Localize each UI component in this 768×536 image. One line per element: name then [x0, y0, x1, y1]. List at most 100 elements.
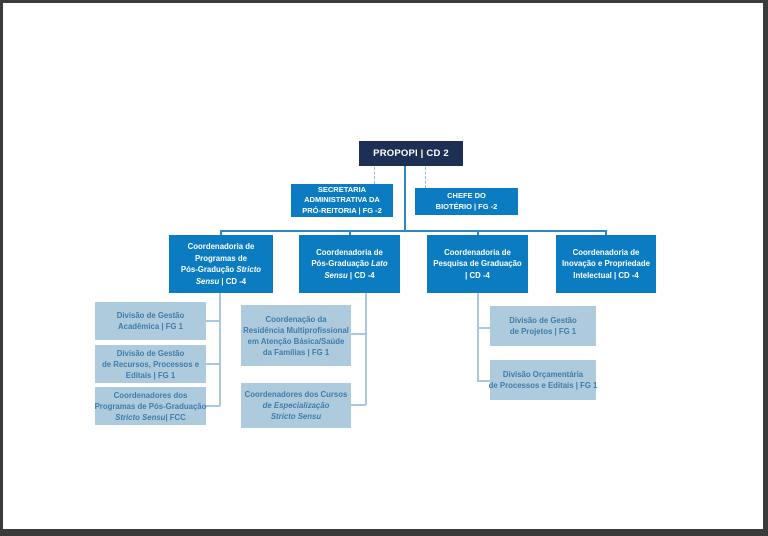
node-text-line: Stricto Sensu| FCC: [115, 412, 186, 423]
org-node-coordenadores-cursos: Coordenadores dos Cursos de Especializaçã…: [241, 383, 351, 428]
node-text-line: Programas de: [195, 253, 247, 265]
node-text-line: de Projetos | FG 1: [510, 326, 576, 337]
connector-stub-coord-inovacao: [605, 231, 607, 236]
node-text-line: PROPOPI | CD 2: [373, 148, 449, 159]
node-text-line: SECRETARIA: [318, 185, 366, 196]
connector-stub-residencia: [351, 333, 366, 335]
connector-stub-coord-programas: [220, 231, 222, 236]
node-text-line: CHEFE DO: [447, 191, 486, 202]
node-text-line: Stricto Sensu: [271, 411, 321, 422]
node-text-line: em Atenção Básica/Saúde: [248, 336, 345, 347]
node-text-line: Programas de Pós-Graduação: [95, 401, 207, 412]
node-text-italic-segment: Lato: [371, 259, 388, 269]
node-text-line: Residência Multiprofissional: [243, 325, 349, 336]
node-text-segment: Coordenadoria de: [444, 247, 511, 257]
node-text-segment: ADMINISTRATIVA DA: [304, 195, 380, 205]
node-text-line: Divisão de Gestão: [117, 348, 185, 359]
node-text-segment: de Recursos, Processos e: [101, 359, 200, 369]
connector-stub-coord-pesquisa: [477, 231, 479, 236]
connector-stub-cursos: [351, 404, 366, 406]
node-text-segment: CHEFE DO: [447, 191, 486, 200]
node-text-line: da Famílias | FG 1: [263, 347, 329, 358]
node-text-segment: | FCC: [165, 412, 186, 422]
node-text-segment: Divisão de Gestão: [116, 348, 185, 358]
connector-middle-column-vertical: [365, 293, 367, 405]
node-text-line: Inovação e Propriedade: [562, 258, 650, 270]
node-text-line: Acadêmica | FG 1: [118, 321, 183, 332]
node-text-line: Pós-Gradução Stricto: [181, 264, 261, 276]
node-text-line: de Recursos, Processos e: [102, 359, 199, 370]
connector-dashed-secretaria: [374, 167, 375, 184]
node-text-segment: Intelectual | CD -4: [573, 270, 639, 280]
node-text-line: Coordenação da: [265, 314, 326, 325]
node-text-italic-segment: Sensu: [195, 276, 220, 286]
node-text-line: Sensu | CD -4: [196, 276, 246, 288]
connector-stub-div-academica: [206, 320, 220, 322]
node-text-segment: da Famílias | FG 1: [262, 347, 330, 357]
node-text-segment: de Projetos | FG 1: [509, 327, 577, 336]
node-text-segment: Coordenadoria de: [572, 247, 640, 257]
org-node-coord-pesquisa: Coordenadoria de Pesquisa de Graduação| C…: [427, 235, 528, 293]
node-text-segment: Programas de Pós-Graduação: [94, 401, 207, 411]
org-node-propopi: PROPOPI | CD 2: [359, 141, 463, 166]
connector-level3-horizontal: [220, 230, 607, 232]
node-text-italic-segment: Sensu: [324, 270, 348, 280]
node-text-segment: PROPOPI | CD 2: [373, 148, 449, 159]
connector-stub-div-orcamentaria: [477, 380, 490, 382]
node-text-segment: | CD -4: [219, 276, 247, 286]
node-text-line: PRÓ-REITORIA | FG -2: [302, 206, 382, 217]
node-text-line: Coordenadoria de: [188, 241, 255, 253]
connector-dashed-chefe-bioterio: [425, 167, 426, 188]
node-text-italic-segment: Stricto: [236, 265, 262, 274]
node-text-line: Coordenadores dos Cursos: [245, 389, 348, 400]
node-text-segment: Pesquisa de Graduação: [433, 259, 522, 269]
node-text-line: Divisão de Gestão: [117, 310, 185, 321]
node-text-line: de Especialização: [263, 400, 330, 411]
connector-stub-div-recursos: [206, 363, 220, 365]
node-text-line: | CD -4: [465, 270, 490, 282]
node-text-line: Coordenadoria de: [573, 247, 640, 259]
node-text-line: Coordenadores dos: [114, 390, 188, 401]
node-text-italic-segment: Stricto Sensu: [270, 412, 322, 421]
node-text-segment: Divisão de Gestão: [116, 311, 185, 320]
connector-root-vertical: [404, 166, 406, 231]
node-text-segment: Residência Multiprofissional: [243, 325, 349, 335]
node-text-segment: BIOTÉRIO | FG -2: [435, 201, 498, 211]
node-text-segment: Inovação e Propriedade: [562, 259, 650, 269]
node-text-segment: Divisão de Gestão: [509, 316, 577, 325]
node-text-line: Sensu | CD -4: [324, 270, 374, 282]
connector-left-column-vertical: [219, 293, 221, 406]
node-text-segment: Coordenadoria de: [316, 247, 383, 257]
node-text-line: de Processos e Editais | FG 1: [489, 380, 598, 391]
node-text-italic-segment: de Especialização: [262, 401, 330, 410]
node-text-segment: Coordenadores dos Cursos: [244, 390, 348, 399]
node-text-segment: Pós-Gradução: [180, 265, 237, 274]
node-text-line: Editais | FG 1: [126, 370, 175, 381]
node-text-line: Coordenadoria de: [444, 247, 511, 259]
node-text-line: Divisão de Gestão: [509, 315, 577, 326]
node-text-line: Intelectual | CD -4: [573, 270, 638, 282]
node-text-segment: Coordenadores dos: [113, 390, 188, 400]
node-text-line: Pesquisa de Graduação: [433, 258, 521, 270]
node-text-line: Pós-Graduação Lato: [311, 258, 387, 270]
node-text-line: ADMINISTRATIVA DA: [304, 195, 380, 206]
node-text-segment: Programas de: [194, 253, 247, 263]
connector-stub-coordenadores-fcc: [206, 405, 220, 407]
org-node-div-projetos: Divisão de Gestão de Projetos | FG 1: [490, 306, 596, 346]
node-text-segment: Pós-Graduação: [311, 259, 372, 269]
connector-stub-coord-lato: [349, 231, 351, 236]
node-text-segment: em Atenção Básica/Saúde: [247, 336, 345, 346]
node-text-italic-segment: Stricto Sensu: [115, 412, 166, 422]
node-text-segment: Coordenação da: [265, 314, 327, 324]
connector-right-column-vertical: [477, 293, 479, 382]
